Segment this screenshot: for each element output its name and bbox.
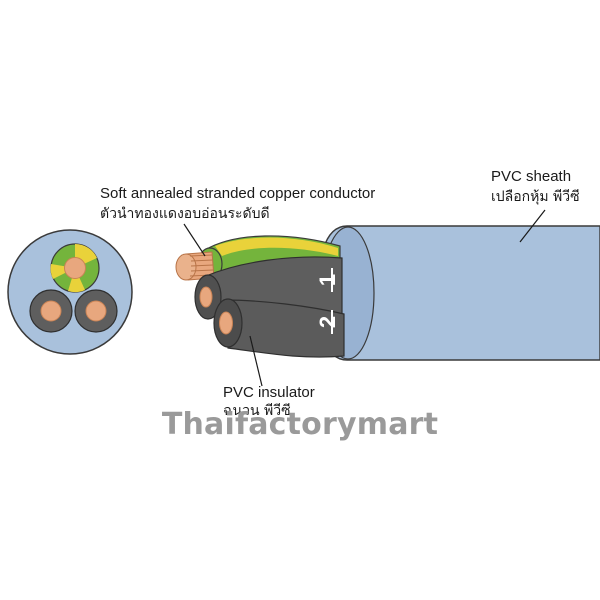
label-conductor-th: ตัวนำทองแดงอบอ่อนระดับดี [100,206,270,222]
core-1-number: 1 [315,274,340,286]
leader-lines [183,209,546,387]
label-insulator-th: ฉนวน พีวีซี [223,403,291,419]
conductor-leader [183,223,206,257]
cross-section-core-right [74,289,118,333]
sheath-leader [519,209,546,243]
label-sheath-en: PVC sheath [491,168,571,185]
insulator-leader [249,335,263,387]
label-sheath: PVC sheath เปลือกหุ้ม พีวีซี [491,168,580,205]
cable-side-view: 1 2 [175,225,600,361]
cross-section-ground-core [50,243,100,293]
core-2: 2 [213,298,345,358]
cable-cross-section [7,229,133,355]
label-insulator-en: PVC insulator [223,384,315,401]
label-sheath-th: เปลือกหุ้ม พีวีซี [491,189,580,205]
cross-section-core-left [29,289,73,333]
label-conductor: Soft annealed stranded copper conductor … [100,185,375,222]
label-insulator: PVC insulator ฉนวน พีวีซี [223,384,315,419]
watermark-text: Thaifactorymart [162,407,438,442]
copper-conductor [175,251,215,281]
core-2-number: 2 [315,316,340,328]
label-conductor-en: Soft annealed stranded copper conductor [100,185,375,202]
